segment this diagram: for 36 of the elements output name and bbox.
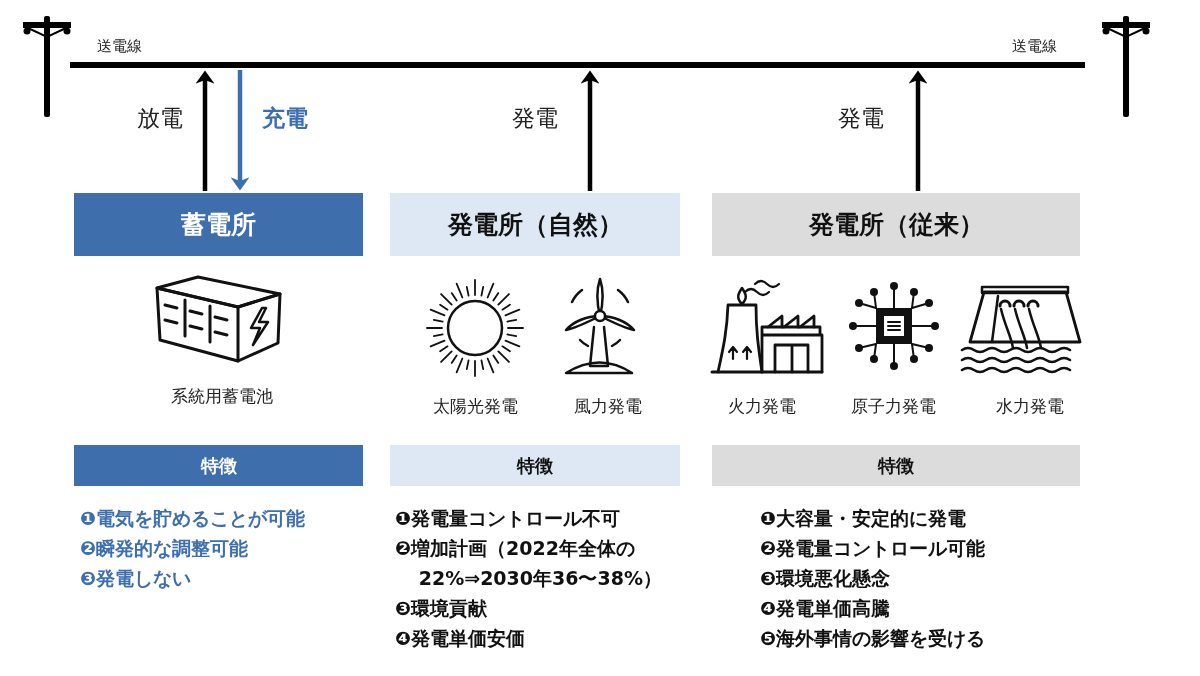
feature-item: ❶大容量・安定的に発電 bbox=[760, 506, 968, 531]
arrow bbox=[908, 70, 928, 191]
header-text: 特徴 bbox=[200, 453, 237, 478]
header-text: 発電所（従来） bbox=[808, 209, 984, 241]
header-text: 発電所（自然） bbox=[447, 209, 623, 241]
feature-item: ❸発電しない bbox=[80, 566, 193, 591]
arrow bbox=[195, 70, 215, 191]
icon-caption: 太陽光発電 bbox=[431, 395, 519, 418]
header-text: 特徴 bbox=[517, 453, 553, 478]
arrow bbox=[580, 70, 600, 191]
icon-caption: 系統用蓄電池 bbox=[170, 385, 274, 408]
feature-item: ❶電気を貯めることが可能 bbox=[80, 506, 307, 531]
feature-item: ❶発電量コントロール不可 bbox=[395, 506, 622, 531]
feature-header bbox=[712, 445, 1080, 486]
station-header bbox=[74, 193, 363, 256]
feature-item: ❹発電単価高騰 bbox=[760, 596, 892, 621]
feature-item: ❷発電量コントロール可能 bbox=[760, 536, 987, 561]
line-label: 送電線 bbox=[1012, 37, 1057, 56]
station-header bbox=[712, 193, 1080, 256]
feature-item: ❷増加計画（2022年全体の22%⇒2030年36〜38%） bbox=[395, 536, 663, 591]
arrow bbox=[230, 70, 250, 191]
header-text: 特徴 bbox=[878, 453, 914, 478]
line-label: 送電線 bbox=[97, 37, 142, 56]
feature-item: ❷瞬発的な調整可能 bbox=[80, 536, 250, 561]
feature-item: ❸環境悪化懸念 bbox=[760, 566, 892, 591]
feature-header bbox=[390, 445, 680, 486]
icon-caption: 風力発電 bbox=[573, 395, 643, 418]
feature-item: ❺海外事情の影響を受ける bbox=[760, 626, 987, 651]
icon-caption: 水力発電 bbox=[995, 395, 1065, 418]
feature-item: ❹発電単価安価 bbox=[395, 626, 527, 651]
icon-caption: 火力発電 bbox=[727, 395, 797, 418]
header-text: 蓄電所 bbox=[181, 209, 256, 241]
feature-item: ❸環境貢献 bbox=[395, 596, 489, 621]
icon-caption: 原子力発電 bbox=[849, 395, 937, 418]
station-header bbox=[390, 193, 680, 256]
feature-header bbox=[74, 445, 363, 486]
